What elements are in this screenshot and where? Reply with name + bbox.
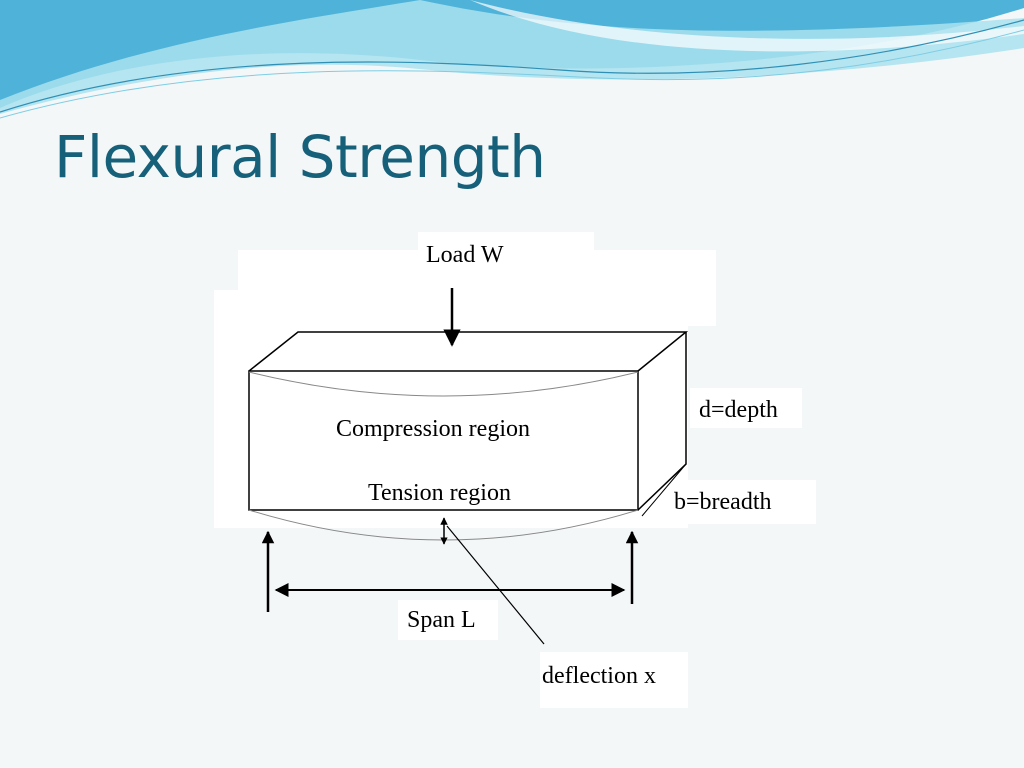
slide-title: Flexural Strength xyxy=(54,123,546,191)
beam-top-face xyxy=(248,331,689,372)
diagram-panel-breadth xyxy=(668,480,816,524)
compression-curve xyxy=(248,371,639,397)
tension-label: Tension region xyxy=(368,480,511,506)
diagram-panel-depth xyxy=(690,388,802,428)
diagram-panel-load xyxy=(418,232,594,272)
wave-line-1 xyxy=(0,19,1024,113)
wave-line-2 xyxy=(0,29,1024,119)
compression-label: Compression region xyxy=(336,416,530,442)
wave-light-band xyxy=(0,0,1024,114)
breadth-label: b=breadth xyxy=(674,489,772,515)
diagram-panel-deflection xyxy=(540,652,688,708)
deflection-leader xyxy=(446,525,545,645)
span-label: Span L xyxy=(407,607,476,633)
depth-label: d=depth xyxy=(699,397,778,423)
wave-highlight xyxy=(470,0,1024,52)
header-wave-decoration xyxy=(0,0,1024,119)
beam-side-face xyxy=(637,332,687,511)
breadth-tick xyxy=(641,463,687,517)
load-label: Load W xyxy=(426,242,504,268)
beam-front-face xyxy=(248,370,639,511)
diagram-panel-span xyxy=(398,600,498,640)
deflection-label: deflection x xyxy=(542,663,656,689)
